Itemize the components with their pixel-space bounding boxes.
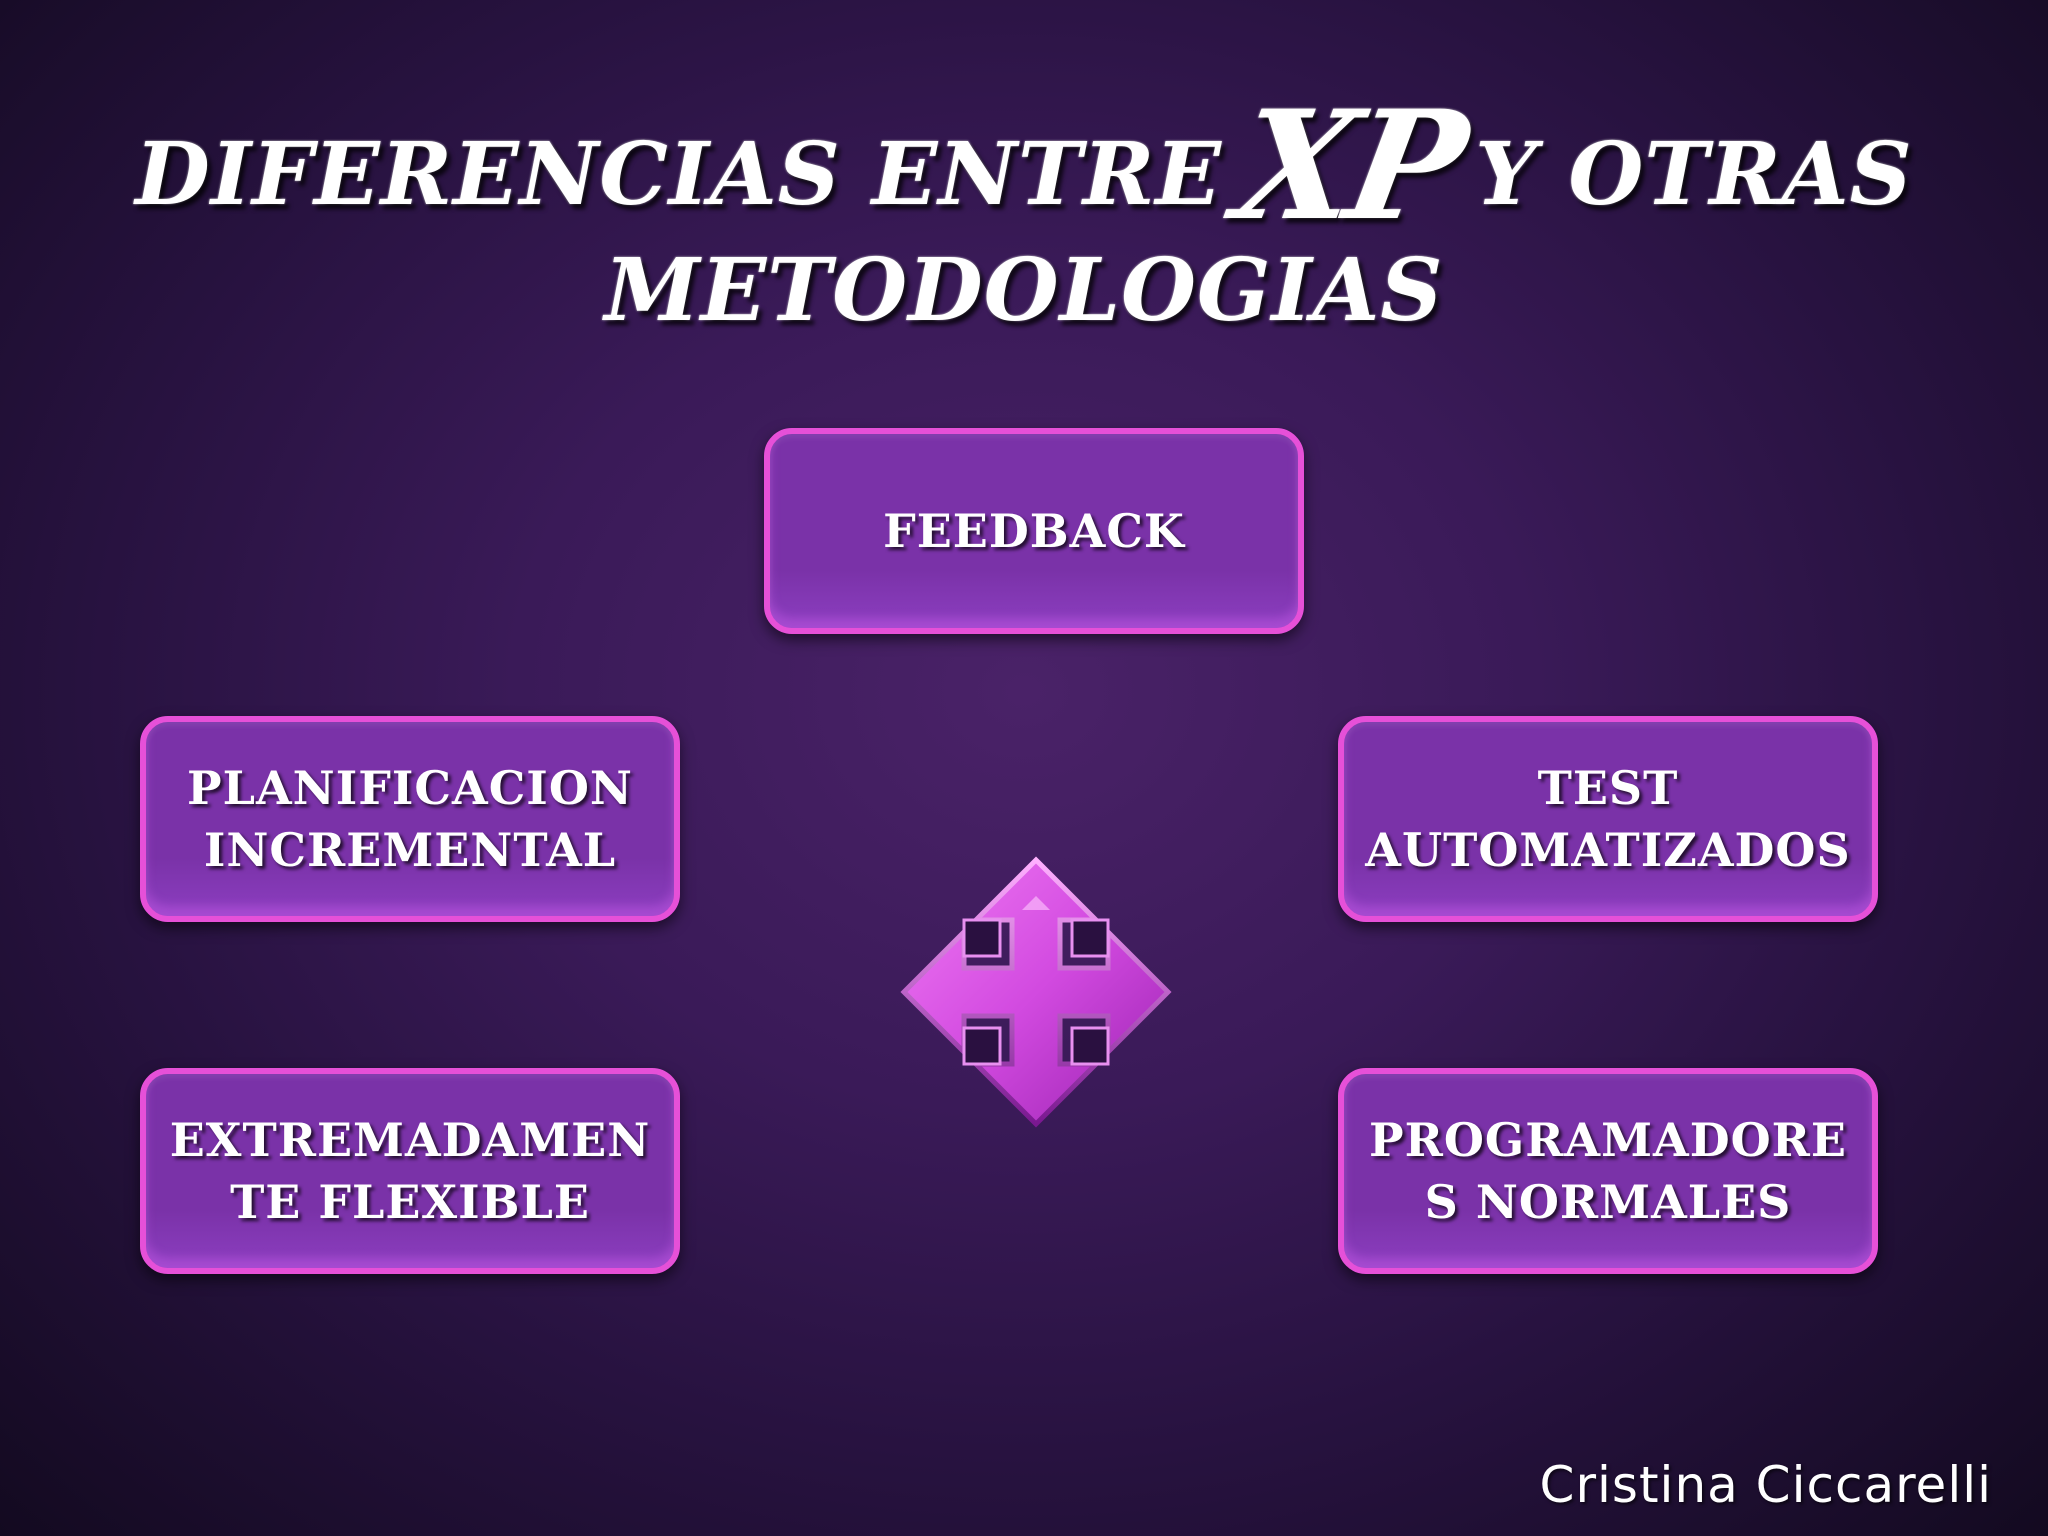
- box-planificacion-incremental: PLANIFICACION INCREMENTAL: [140, 716, 680, 922]
- author-signature: Cristina Ciccarelli: [1539, 1456, 1992, 1514]
- slide-title-line-1: DIFERENCIAS ENTREXPY OTRAS: [0, 78, 2048, 254]
- box-test-automatizados: TEST AUTOMATIZADOS: [1338, 716, 1878, 922]
- title-xp-emphasis: XP: [1224, 78, 1473, 254]
- box-programadores-normales: PROGRAMADORE S NORMALES: [1338, 1068, 1878, 1274]
- title-part-1: DIFERENCIAS ENTRE: [135, 124, 1222, 225]
- box-feedback-label: FEEDBACK: [883, 504, 1185, 558]
- title-part-2: Y OTRAS: [1475, 124, 1913, 225]
- four-way-arrow-icon: [900, 856, 1172, 1128]
- box-test-label: TEST AUTOMATIZADOS: [1365, 761, 1851, 877]
- box-feedback: FEEDBACK: [764, 428, 1304, 634]
- box-extremadamente-flexible: EXTREMADAMEN TE FLEXIBLE: [140, 1068, 680, 1274]
- box-programadores-label: PROGRAMADORE S NORMALES: [1369, 1113, 1847, 1229]
- box-planificacion-label: PLANIFICACION INCREMENTAL: [187, 761, 633, 877]
- box-extremadamente-label: EXTREMADAMEN TE FLEXIBLE: [169, 1113, 651, 1229]
- slide-title-line-2: METODOLOGIAS: [604, 240, 1444, 341]
